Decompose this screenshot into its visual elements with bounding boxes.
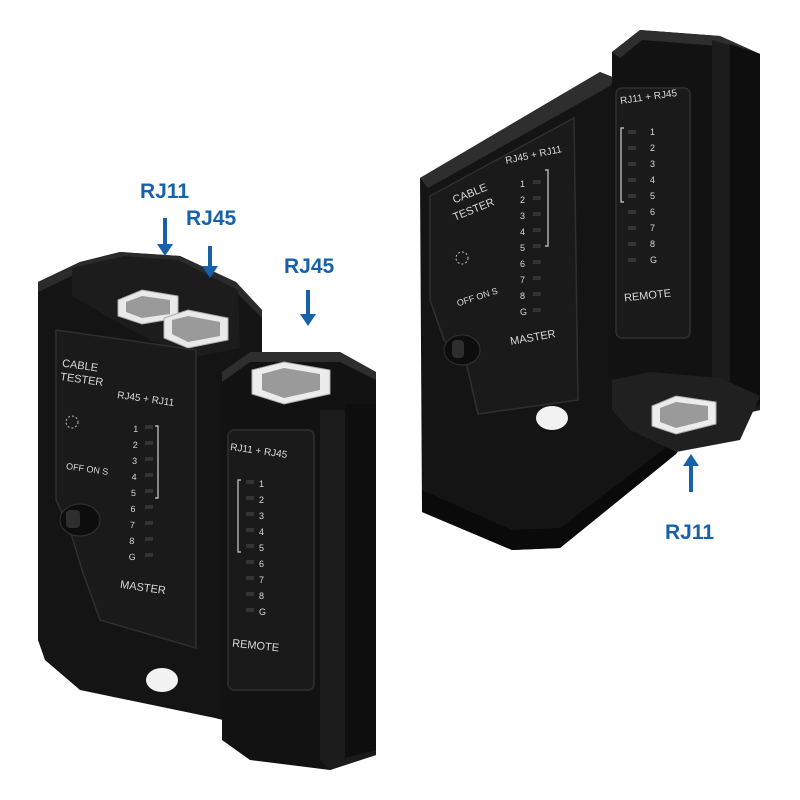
rj45-port-master: [117, 289, 179, 325]
right-power-switch: [443, 334, 481, 366]
led-label: 4: [520, 227, 526, 237]
callout-rj45-left-master: RJ45: [186, 207, 237, 230]
led-label: 8: [520, 291, 526, 301]
led-label: 6: [520, 259, 526, 269]
led-label: 3: [520, 211, 526, 221]
led-label: 6: [650, 207, 656, 217]
led-label: 2: [259, 495, 265, 505]
left-remote-led-column: [237, 479, 254, 612]
callout-rj11-right: RJ11: [665, 521, 715, 544]
led-label: 3: [259, 511, 265, 521]
led-label: 7: [650, 223, 656, 233]
led-label: G: [520, 307, 528, 317]
led-label: 4: [650, 175, 656, 185]
left-power-light-icon: [65, 415, 79, 429]
right-remote-unit: [612, 30, 760, 452]
rj11-port-master: [163, 309, 229, 349]
right-remote-led-labels: 1 2 3 4 5 6 7 8 G: [650, 124, 657, 268]
led-label: 5: [259, 543, 265, 553]
led-label: 3: [650, 159, 656, 169]
callout-rj45-left-remote: RJ45: [284, 255, 335, 278]
led-label: G: [650, 255, 658, 265]
led-label: 1: [259, 479, 265, 489]
callout-rj11-left: RJ11: [140, 180, 190, 203]
led-label: 6: [259, 559, 265, 569]
led-label: 5: [650, 191, 656, 201]
led-label: 1: [650, 127, 656, 137]
led-label: 7: [259, 575, 265, 585]
left-remote-unit: [222, 352, 376, 770]
led-label: 1: [520, 179, 526, 189]
led-label: 7: [520, 275, 526, 285]
rj45-port-remote: [251, 361, 331, 405]
led-label: 4: [259, 527, 265, 537]
led-label: G: [259, 607, 267, 617]
right-master-led-column: [533, 169, 549, 312]
led-label: 8: [259, 591, 265, 601]
left-remote-led-labels: 1 2 3 4 5 6 7 8 G: [259, 476, 266, 620]
right-power-light-icon: [455, 251, 469, 265]
led-label: 2: [650, 143, 656, 153]
left-power-switch: [59, 503, 101, 537]
right-master-led-labels: 1 2 3 4 5 6 7 8 G: [520, 176, 527, 320]
led-label: 2: [520, 195, 526, 205]
left-test-button: [146, 668, 178, 692]
led-label: 5: [520, 243, 526, 253]
right-remote-led-column: [620, 127, 636, 262]
right-remote-led-header: RJ11 + RJ45: [619, 88, 678, 107]
rj11-port-remote: [651, 395, 717, 435]
right-remote-label: REMOTE: [623, 287, 672, 305]
left-master-unit: [38, 252, 262, 730]
left-master-led-column: [145, 425, 159, 557]
led-label: 8: [650, 239, 656, 249]
right-test-button: [536, 406, 568, 430]
